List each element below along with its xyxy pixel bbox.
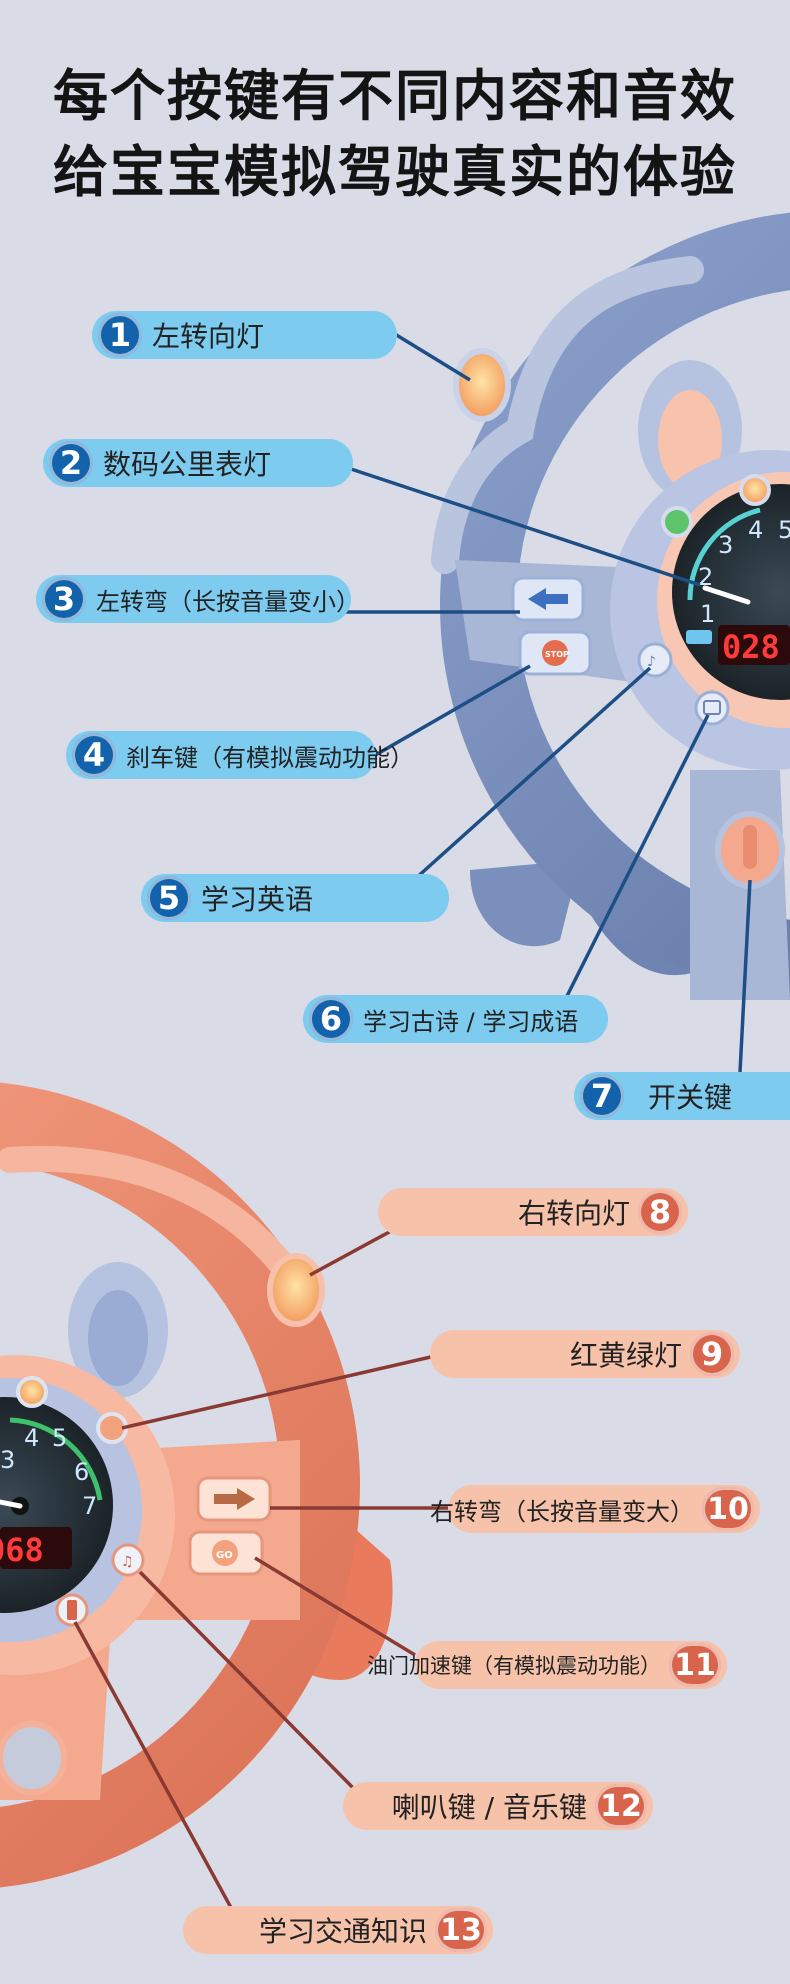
orange-steering-wheel: 3 4 5 6 7 068 GO ♫ — [0, 1082, 393, 1888]
callout-line-2 — [332, 461, 701, 587]
power-switch-knob — [743, 825, 757, 869]
label-text-12: 喇叭键 / 音乐键 — [391, 1791, 587, 1824]
title-line-2: 给宝宝模拟驾驶真实的体验 — [52, 140, 737, 204]
label-number-12: 12 — [595, 1784, 647, 1828]
label-left-turn: 3 左转弯（长按音量变小） — [36, 575, 360, 623]
label-brake: 4 刹车键（有模拟震动功能） — [66, 731, 414, 779]
horn-music-button[interactable] — [111, 1543, 145, 1577]
label-number-6: 6 — [309, 997, 353, 1041]
callout-line-12 — [138, 1570, 367, 1802]
label-learn-poems: 6 学习古诗 / 学习成语 — [303, 995, 608, 1043]
right-arrow-icon — [214, 1488, 255, 1510]
label-text-11: 油门加速键（有模拟震动功能） — [367, 1654, 661, 1678]
label-right-turn-light: 右转向灯 8 — [378, 1188, 688, 1236]
stop-sign-icon — [542, 640, 568, 666]
english-button[interactable] — [637, 642, 673, 678]
label-text-10: 右转弯（长按音量变大） — [430, 1497, 694, 1526]
title-line-1: 每个按键有不同内容和音效 — [52, 64, 737, 128]
label-number-11: 11 — [669, 1643, 721, 1687]
blue-steering-wheel: 1 2 3 4 5 028 STOP ♪ — [431, 212, 790, 1000]
blue-led-digits: 028 — [722, 628, 780, 666]
orange-gauge-mark-5: 5 — [52, 1424, 67, 1452]
label-text-7: 开关键 — [648, 1081, 733, 1114]
gauge-mark-3: 3 — [718, 531, 733, 559]
label-text-1: 左转向灯 — [152, 320, 265, 353]
blue-gauge-needle — [702, 585, 751, 605]
poem-button[interactable] — [694, 690, 730, 726]
label-text-6: 学习古诗 / 学习成语 — [363, 1007, 579, 1036]
gauge-mark-4: 4 — [748, 516, 763, 544]
orange-gauge-mark-6: 6 — [74, 1458, 89, 1486]
label-number-1: 1 — [98, 313, 142, 357]
label-horn-music: 喇叭键 / 音乐键 12 — [343, 1782, 653, 1830]
orange-gauge-needle — [0, 1499, 23, 1509]
label-learn-english: 5 学习英语 — [141, 874, 449, 922]
label-number-2: 2 — [49, 441, 93, 485]
label-power-switch: 7 开关键 — [574, 1072, 790, 1120]
orange-top-indicator — [16, 1376, 48, 1408]
orange-power-switch[interactable] — [0, 1721, 67, 1795]
orange-led-display — [0, 1527, 72, 1569]
callout-line-13 — [73, 1621, 237, 1916]
traffic-light-button[interactable] — [96, 1412, 128, 1444]
orange-gauge-mark-3: 3 — [0, 1446, 15, 1474]
label-number-7: 7 — [580, 1074, 624, 1118]
label-number-9: 9 — [690, 1332, 734, 1376]
label-accelerator: 油门加速键（有模拟震动功能） 11 — [367, 1641, 727, 1689]
blue-gauge-arc — [687, 507, 761, 601]
label-text-5: 学习英语 — [201, 883, 314, 916]
label-text-4: 刹车键（有模拟震动功能） — [126, 743, 414, 772]
orange-rim-highlight — [0, 1145, 313, 1303]
right-turn-light — [267, 1253, 325, 1327]
label-number-3: 3 — [42, 577, 86, 621]
label-text-9: 红黄绿灯 — [569, 1339, 682, 1372]
label-traffic-lights: 红黄绿灯 9 — [430, 1330, 740, 1378]
label-odometer-light: 2 数码公里表灯 — [43, 439, 353, 487]
blue-rim-highlight — [431, 256, 704, 574]
stop-sign-text: STOP — [545, 650, 569, 659]
label-left-turn-light: 1 左转向灯 — [92, 311, 397, 359]
left-arrow-icon — [528, 588, 568, 610]
callout-line-4 — [371, 664, 531, 759]
label-number-5: 5 — [147, 876, 191, 920]
go-sign-icon — [212, 1540, 238, 1566]
blue-wheel-leg — [470, 860, 580, 947]
label-text-13: 学习交通知识 — [258, 1915, 427, 1948]
callout-line-11 — [254, 1556, 416, 1657]
orange-led-digits: 068 — [0, 1531, 44, 1569]
callout-line-9 — [121, 1354, 436, 1430]
orange-indicator-light — [739, 474, 771, 506]
left-turn-light — [453, 348, 511, 422]
book-icon — [703, 700, 721, 715]
orange-bunny-ear-inner — [88, 1290, 148, 1386]
orange-gauge-mark-4: 4 — [24, 1424, 39, 1452]
label-text-3: 左转弯（长按音量变小） — [96, 587, 360, 616]
sound-icon: ♪ — [647, 654, 656, 670]
music-note-icon: ♫ — [121, 1554, 134, 1570]
label-number-13: 13 — [435, 1908, 487, 1952]
label-number-4: 4 — [72, 733, 116, 777]
traffic-light-icon — [67, 1600, 77, 1620]
green-indicator-light — [661, 506, 693, 538]
blue-small-indicator — [686, 630, 712, 644]
callout-line-5 — [403, 666, 652, 890]
gauge-mark-5: 5 — [778, 516, 790, 544]
label-right-turn: 右转弯（长按音量变大） 10 — [430, 1485, 760, 1533]
callout-line-6 — [558, 714, 710, 1011]
callout-line-7 — [738, 879, 752, 1073]
label-number-8: 8 — [638, 1190, 682, 1234]
blue-led-display — [718, 625, 790, 665]
label-text-8: 右转向灯 — [517, 1197, 630, 1230]
label-number-10: 10 — [702, 1487, 754, 1531]
orange-gauge-mark-7: 7 — [82, 1492, 97, 1520]
label-text-2: 数码公里表灯 — [103, 448, 272, 481]
go-sign-text: GO — [216, 1550, 233, 1561]
orange-gauge-arc — [9, 1417, 103, 1501]
gauge-mark-2: 2 — [698, 563, 713, 591]
label-traffic-knowledge: 学习交通知识 13 — [183, 1906, 493, 1954]
gauge-mark-1: 1 — [700, 600, 715, 628]
page-title: 每个按键有不同内容和音效 给宝宝模拟驾驶真实的体验 — [0, 58, 790, 210]
